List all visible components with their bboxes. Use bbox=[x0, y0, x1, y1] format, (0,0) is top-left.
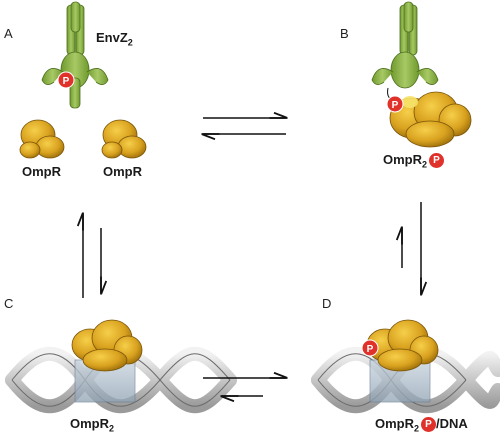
ompr-monomer-right bbox=[101, 119, 147, 159]
phosphate-symbol-d: P bbox=[367, 344, 374, 355]
ompr2-dna-label-sub: 2 bbox=[109, 423, 115, 434]
envz-label: EnvZ2 bbox=[96, 30, 133, 48]
ompr2p-label-sub: 2 bbox=[422, 159, 428, 170]
ompr2p-dna-phosphate-badge: P bbox=[421, 417, 437, 433]
panel-letter-a: A bbox=[4, 26, 13, 41]
panel-a: P bbox=[19, 1, 147, 159]
ompr2p-phosphate-badge: P bbox=[429, 153, 445, 169]
ompr2-dna-label-name: OmpR bbox=[70, 416, 109, 431]
panel-b: P bbox=[371, 1, 472, 148]
ompr2p-dna-label-name: OmpR bbox=[375, 416, 414, 431]
envz-label-sub: 2 bbox=[127, 37, 133, 48]
arrow-a-to-b bbox=[203, 118, 286, 134]
envz-dimer-b bbox=[371, 1, 439, 101]
phosphate-symbol-b: P bbox=[392, 100, 399, 111]
phosphate-badge-b bbox=[386, 95, 404, 113]
panel-c bbox=[5, 319, 237, 414]
ompr-dimer-c bbox=[71, 319, 143, 372]
ompr-label-right: OmpR bbox=[103, 164, 142, 179]
envz-dimer-a: P bbox=[41, 1, 109, 109]
ompr2p-label-name: OmpR bbox=[383, 152, 422, 167]
panel-letter-d: D bbox=[322, 296, 332, 311]
phosphate-badge-a bbox=[57, 71, 75, 89]
arrow-b-d-vertical bbox=[402, 202, 421, 294]
ompr2p-dna-label-sub: 2 bbox=[414, 423, 420, 434]
arrow-c-to-d bbox=[203, 378, 286, 396]
panel-letter-b: B bbox=[340, 26, 349, 41]
phosphate-badge-d bbox=[361, 339, 379, 357]
panel-letter-c: C bbox=[4, 296, 14, 311]
panel-d: P bbox=[311, 319, 500, 414]
phosphate-symbol-a: P bbox=[63, 76, 70, 87]
ompr2-dna-label: OmpR2 bbox=[70, 416, 114, 434]
arrow-a-c-vertical bbox=[83, 214, 101, 298]
ompr2p-dna-label-suffix: /DNA bbox=[436, 416, 468, 431]
ompr-label-left: OmpR bbox=[22, 164, 61, 179]
ompr-monomer-left bbox=[19, 119, 65, 159]
envz-label-name: EnvZ bbox=[96, 30, 128, 45]
